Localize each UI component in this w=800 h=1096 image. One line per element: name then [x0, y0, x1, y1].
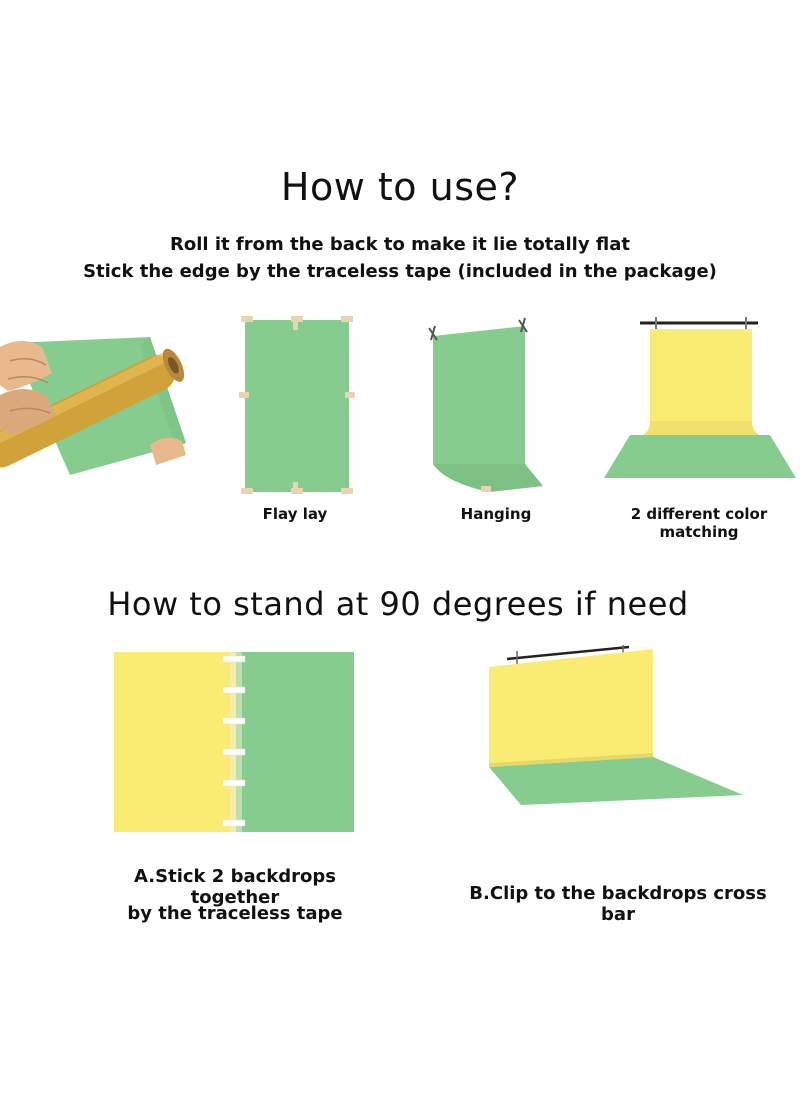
roll-illustration [0, 337, 186, 475]
caption-flat-lay: Flay lay [262, 505, 328, 523]
crossbar-illustration [489, 645, 743, 805]
two-color-illustration [604, 317, 796, 478]
caption-two-color: 2 different color matching [630, 505, 768, 541]
hanging-illustration [428, 317, 543, 492]
step-a-line-2: by the traceless tape [127, 903, 343, 924]
instruction-line-1: Roll it from the back to make it lie tot… [170, 234, 630, 255]
flat-lay-illustration [239, 316, 355, 494]
section-title: How to stand at 90 degrees if need [107, 585, 689, 623]
instruction-line-2: Stick the edge by the traceless tape (in… [83, 261, 717, 282]
step-b: B.Clip to the backdrops cross bar [469, 883, 767, 925]
caption-hanging: Hanging [460, 505, 532, 523]
page-title: How to use? [280, 165, 520, 209]
stick-together-illustration [114, 652, 354, 832]
step-a-line-1: A.Stick 2 backdrops together [134, 866, 336, 908]
